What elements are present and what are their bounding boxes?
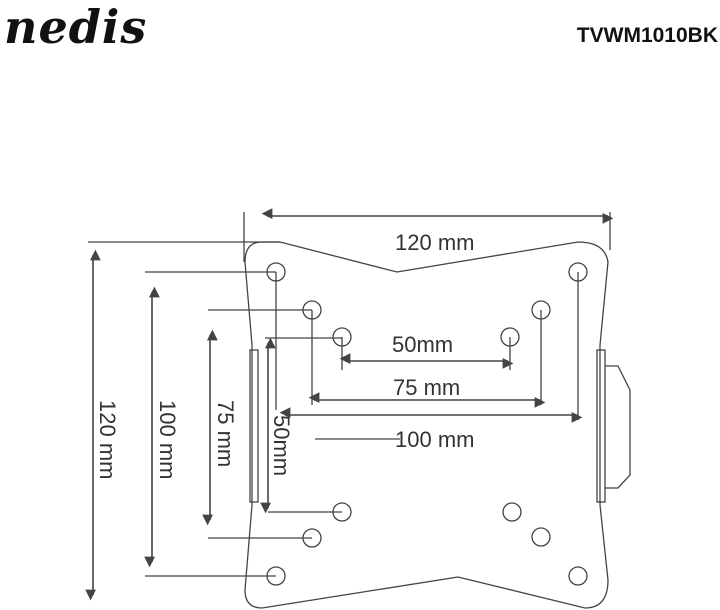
- label-50-vertical: 50mm: [269, 415, 294, 476]
- label-120-horizontal: 120 mm: [395, 230, 474, 255]
- label-100-vertical: 100 mm: [155, 400, 180, 479]
- right-bump: [605, 365, 631, 489]
- label-100-horizontal: 100 mm: [395, 427, 474, 452]
- label-75-vertical: 75 mm: [213, 400, 238, 467]
- left-bracket: [249, 349, 259, 503]
- label-75-horizontal: 75 mm: [393, 375, 460, 400]
- mount-holes: [266, 262, 588, 586]
- model-number: TVWM1010BK: [576, 24, 718, 47]
- label-120-vertical: 120 mm: [95, 400, 120, 479]
- brand-logo: nedis: [4, 0, 148, 54]
- mount-plate: [244, 241, 609, 609]
- extension-lines: [88, 212, 611, 577]
- right-bracket: [596, 349, 606, 503]
- label-50-horizontal: 50mm: [392, 332, 453, 357]
